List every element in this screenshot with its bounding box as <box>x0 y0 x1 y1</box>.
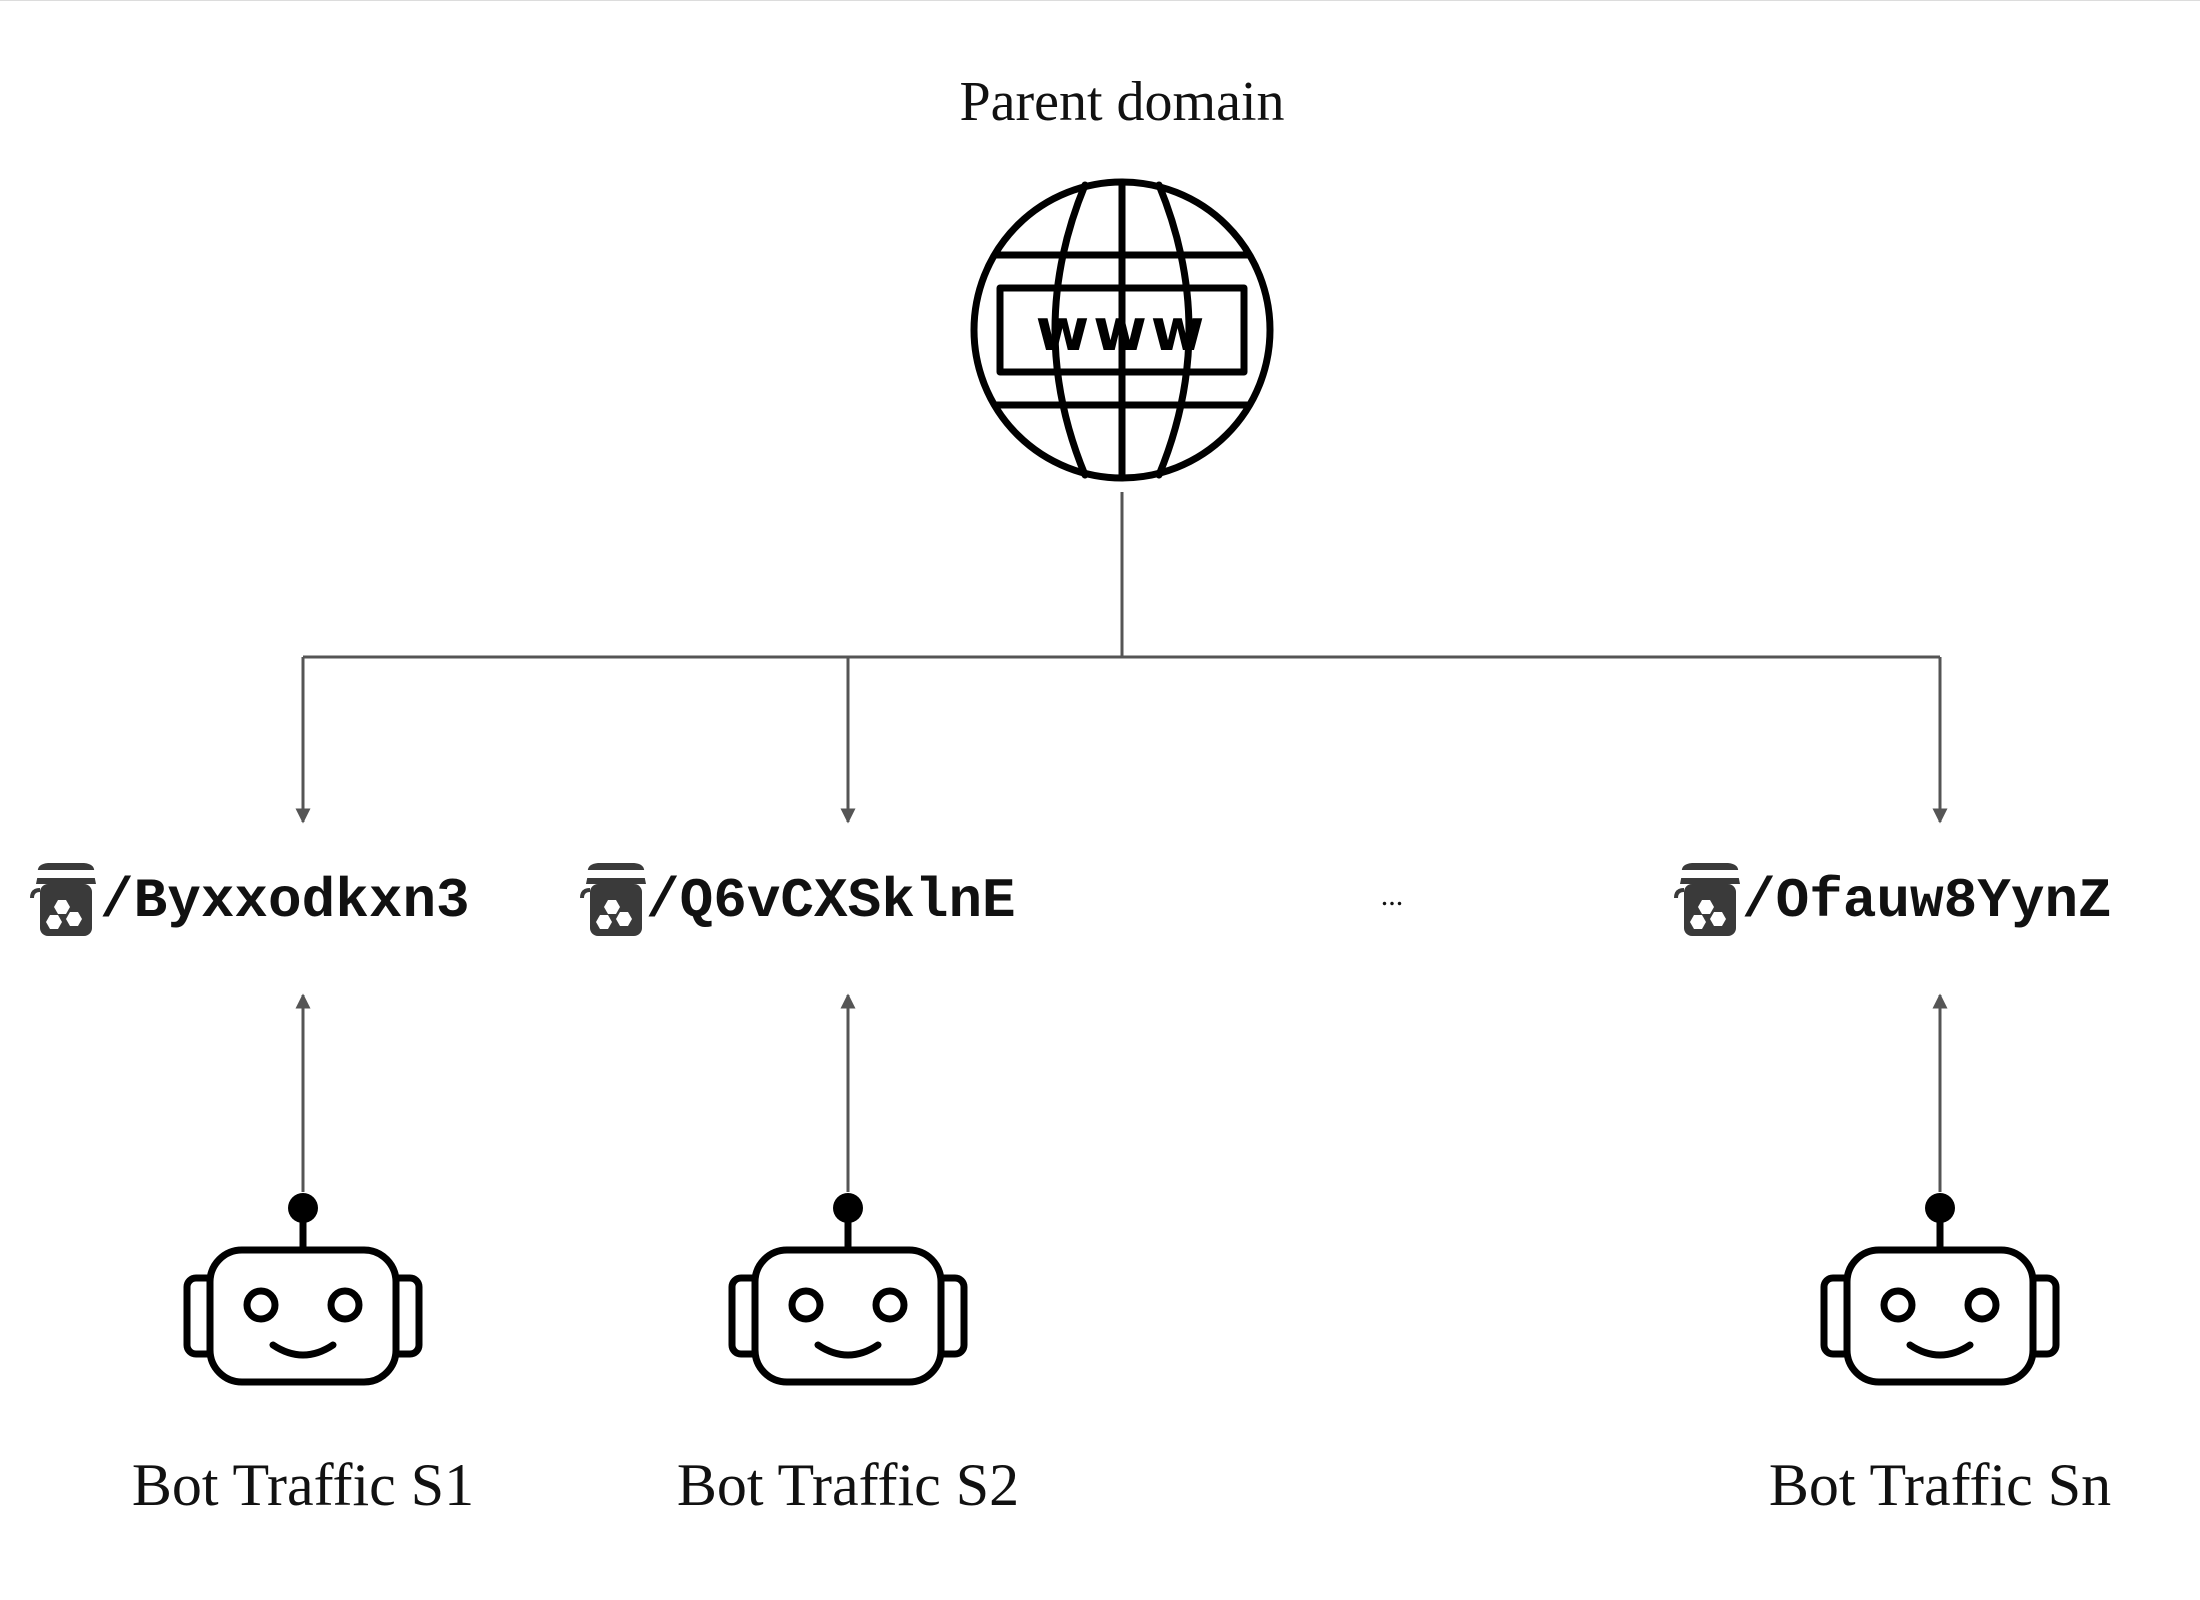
honey-jar-icon <box>580 861 650 938</box>
honeypot-path-1: /Byxxodkxn3 <box>30 861 470 938</box>
top-border <box>0 0 2200 1</box>
globe-www-text: www <box>1036 296 1209 364</box>
robot-icon <box>187 1193 419 1382</box>
honeypot-path-label: /Ofauw8YynZ <box>1742 869 2112 933</box>
robot-icon <box>732 1193 964 1382</box>
parent-connectors <box>295 492 1948 824</box>
ellipsis: ... <box>1381 879 1404 912</box>
parent-domain-label: Parent domain <box>959 71 1284 133</box>
honeypot-path-label: /Byxxodkxn3 <box>100 869 470 933</box>
bot-connectors <box>295 993 1948 1192</box>
honeypot-path-2: /Q6vCXSklnE <box>580 861 1016 938</box>
bot-traffic-label-2: Bot Traffic S2 <box>677 1452 1019 1518</box>
honeypot-path-n: /Ofauw8YynZ <box>1674 861 2112 938</box>
robot-icon <box>1824 1193 2056 1382</box>
bot-traffic-label-1: Bot Traffic S1 <box>132 1452 474 1518</box>
honey-jar-icon <box>1674 861 1744 938</box>
bot-traffic-label-n: Bot Traffic Sn <box>1769 1452 2111 1518</box>
globe-www-icon: www <box>970 178 1274 482</box>
honey-jar-icon <box>30 861 100 938</box>
honeypot-path-label: /Q6vCXSklnE <box>646 869 1016 933</box>
